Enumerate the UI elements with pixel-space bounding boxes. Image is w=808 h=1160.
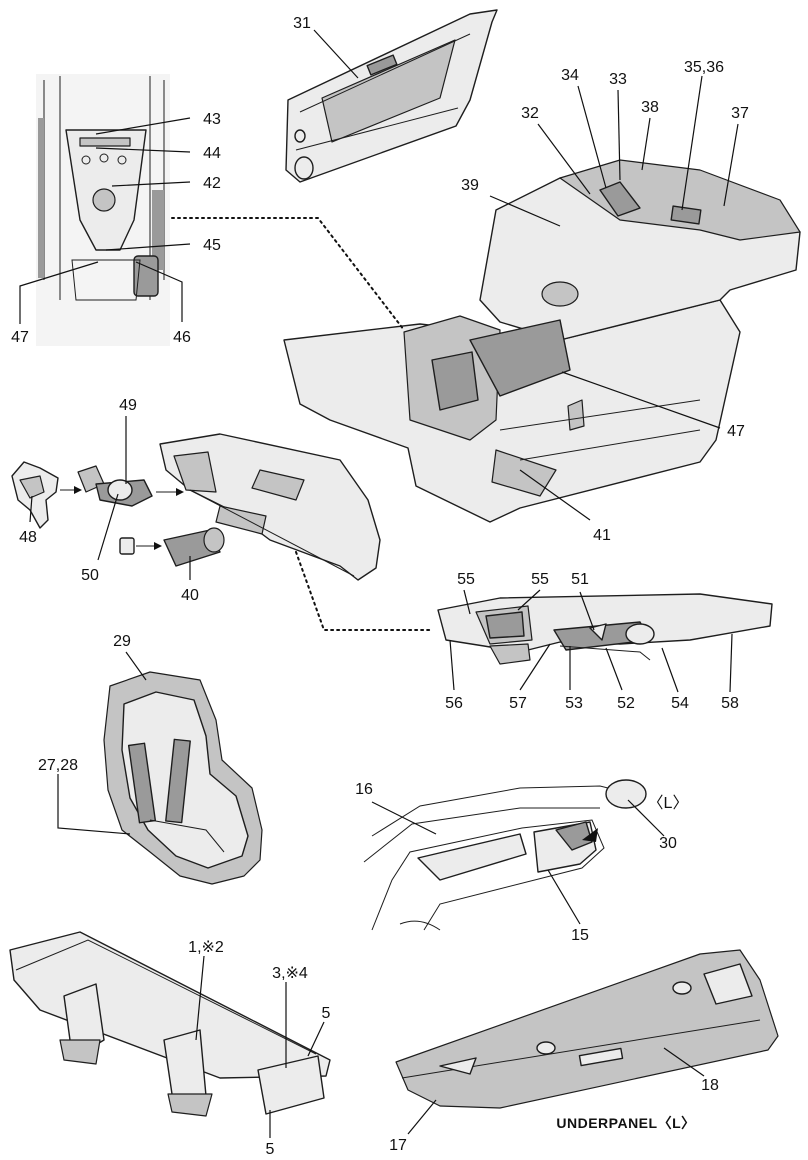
callout-44: 44	[203, 145, 221, 162]
callout-52: 52	[617, 695, 635, 712]
callout-56: 56	[445, 695, 463, 712]
bucket-seat-drawing	[103, 671, 263, 885]
callout-5-top: 5	[322, 1005, 331, 1022]
quarter-window-drawing	[363, 779, 647, 931]
callout-53: 53	[565, 695, 583, 712]
callout-3: 3,※4	[272, 965, 308, 982]
underpanel-drawing	[395, 949, 779, 1109]
door-panel-drawing	[285, 9, 498, 183]
console-drawing	[36, 74, 170, 346]
dash-panel-drawing	[437, 593, 773, 665]
rear-wing-drawing	[9, 931, 331, 1117]
callout-1: 1,※2	[188, 939, 224, 956]
leader-lines	[19, 29, 739, 1138]
callout-31: 31	[293, 15, 311, 32]
callout-37: 37	[731, 105, 749, 122]
callout-33: 33	[609, 71, 627, 88]
callout-17: 17	[389, 1137, 407, 1154]
callout-5-bottom: 5	[266, 1141, 275, 1158]
callout-47-console: 47	[11, 329, 29, 346]
callout-58: 58	[721, 695, 739, 712]
callout-38: 38	[641, 99, 659, 116]
callout-16: 16	[355, 781, 373, 798]
callout-49: 49	[119, 397, 137, 414]
connector-console-tub	[171, 217, 405, 331]
dashboard-drawing	[159, 433, 381, 581]
callout-43: 43	[203, 111, 221, 128]
callout-42: 42	[203, 175, 221, 192]
callout-45: 45	[203, 237, 221, 254]
callout-41: 41	[593, 527, 611, 544]
callout-30: 30	[659, 835, 677, 852]
callout-29: 29	[113, 633, 131, 650]
callout-27-28: 27,28	[38, 757, 78, 774]
callout-55-right: 55	[531, 571, 549, 588]
interior-tub-drawing	[283, 159, 801, 523]
callout-51: 51	[571, 571, 589, 588]
callout-15: 15	[571, 927, 589, 944]
callout-57: 57	[509, 695, 527, 712]
steering-column-drawing	[11, 461, 225, 567]
callout-47-tub: 47	[727, 423, 745, 440]
callout-50: 50	[81, 567, 99, 584]
callout-54: 54	[671, 695, 689, 712]
callout-40: 40	[181, 587, 199, 604]
callout-46: 46	[173, 329, 191, 346]
callout-18: 18	[701, 1077, 719, 1094]
callout-48: 48	[19, 529, 37, 546]
callout-32: 32	[521, 105, 539, 122]
underpanel-caption: UNDERPANEL〈L〉	[556, 1115, 695, 1131]
callout-35-36: 35,36	[684, 59, 724, 76]
callout-39: 39	[461, 177, 479, 194]
callout-55-left: 55	[457, 571, 475, 588]
callout-34: 34	[561, 67, 579, 84]
callout-labels: 31 34 33 35,36 38 32 37 39 43 44 42 45 4…	[11, 15, 749, 1158]
side-mark-30: 〈L〉	[648, 795, 689, 812]
